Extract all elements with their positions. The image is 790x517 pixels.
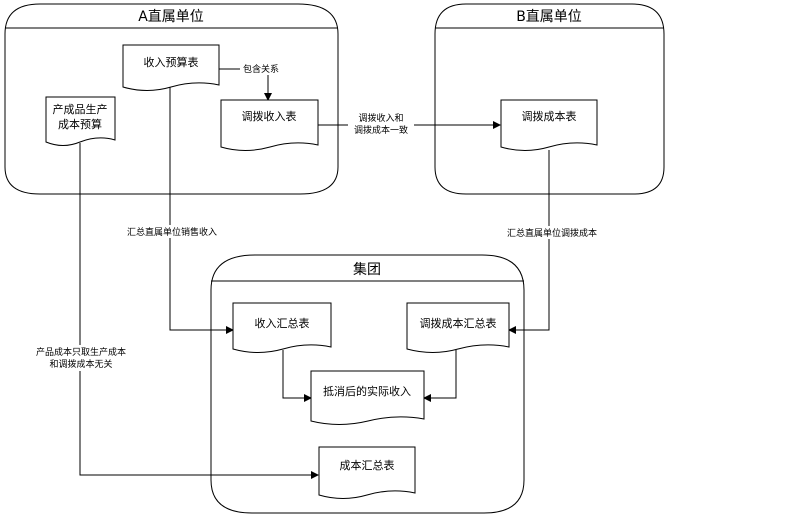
svg-text:收入汇总表: 收入汇总表 — [255, 316, 310, 330]
group-title: 集团 — [353, 261, 381, 278]
svg-text:收入预算表: 收入预算表 — [144, 55, 199, 69]
doc-transfer-cost: 调拨成本表 — [500, 99, 598, 151]
edge-income-to-actual — [282, 350, 312, 402]
svg-text:调拨成本一致: 调拨成本一致 — [354, 124, 408, 136]
doc-production-cost-budget: 产成品生产 成本预算 — [45, 96, 116, 146]
edge-cost-to-actual — [423, 350, 457, 402]
svg-text:汇总直属单位调拨成本: 汇总直属单位调拨成本 — [507, 227, 597, 239]
svg-text:成本预算: 成本预算 — [58, 117, 102, 131]
svg-text:和调拨成本无关: 和调拨成本无关 — [49, 358, 112, 370]
svg-text:调拨成本表: 调拨成本表 — [522, 109, 577, 123]
edge-label-consistent: 调拨收入和 调拨成本一致 — [348, 111, 414, 137]
doc-transfer-cost-summary: 调拨成本汇总表 — [406, 302, 510, 353]
doc-transfer-income: 调拨收入表 — [220, 99, 319, 151]
edge-label-contains: 包含关系 — [240, 62, 282, 75]
edge-summarize-transfer-cost — [508, 150, 550, 334]
edge-production-to-cost — [79, 143, 319, 479]
edge-label-summarize-transfer-cost: 汇总直属单位调拨成本 — [497, 226, 608, 239]
unit-b-title: B直属单位 — [516, 8, 582, 25]
svg-text:包含关系: 包含关系 — [243, 63, 279, 75]
svg-text:汇总直属单位销售收入: 汇总直属单位销售收入 — [127, 226, 217, 238]
doc-income-budget: 收入预算表 — [122, 44, 220, 91]
unit-a-title: A直属单位 — [138, 8, 204, 25]
edge-summarize-sales — [169, 87, 234, 334]
doc-income-summary: 收入汇总表 — [232, 302, 332, 353]
svg-text:调拨收入和: 调拨收入和 — [358, 112, 403, 124]
svg-text:抵消后的实际收入: 抵消后的实际收入 — [323, 384, 411, 398]
unit-b-container: B直属单位 — [434, 3, 665, 195]
svg-text:产成品生产: 产成品生产 — [53, 102, 108, 116]
svg-text:产品成本只取生产成本: 产品成本只取生产成本 — [36, 346, 126, 358]
svg-text:成本汇总表: 成本汇总表 — [340, 458, 395, 472]
edge-label-cost-note: 产品成本只取生产成本 和调拨成本无关 — [26, 345, 137, 371]
svg-text:调拨成本汇总表: 调拨成本汇总表 — [420, 316, 497, 330]
edge-label-summarize-sales: 汇总直属单位销售收入 — [117, 225, 228, 238]
doc-cost-summary: 成本汇总表 — [318, 446, 416, 499]
doc-actual-income-after-offset: 抵消后的实际收入 — [310, 370, 425, 425]
svg-text:调拨收入表: 调拨收入表 — [242, 109, 297, 123]
